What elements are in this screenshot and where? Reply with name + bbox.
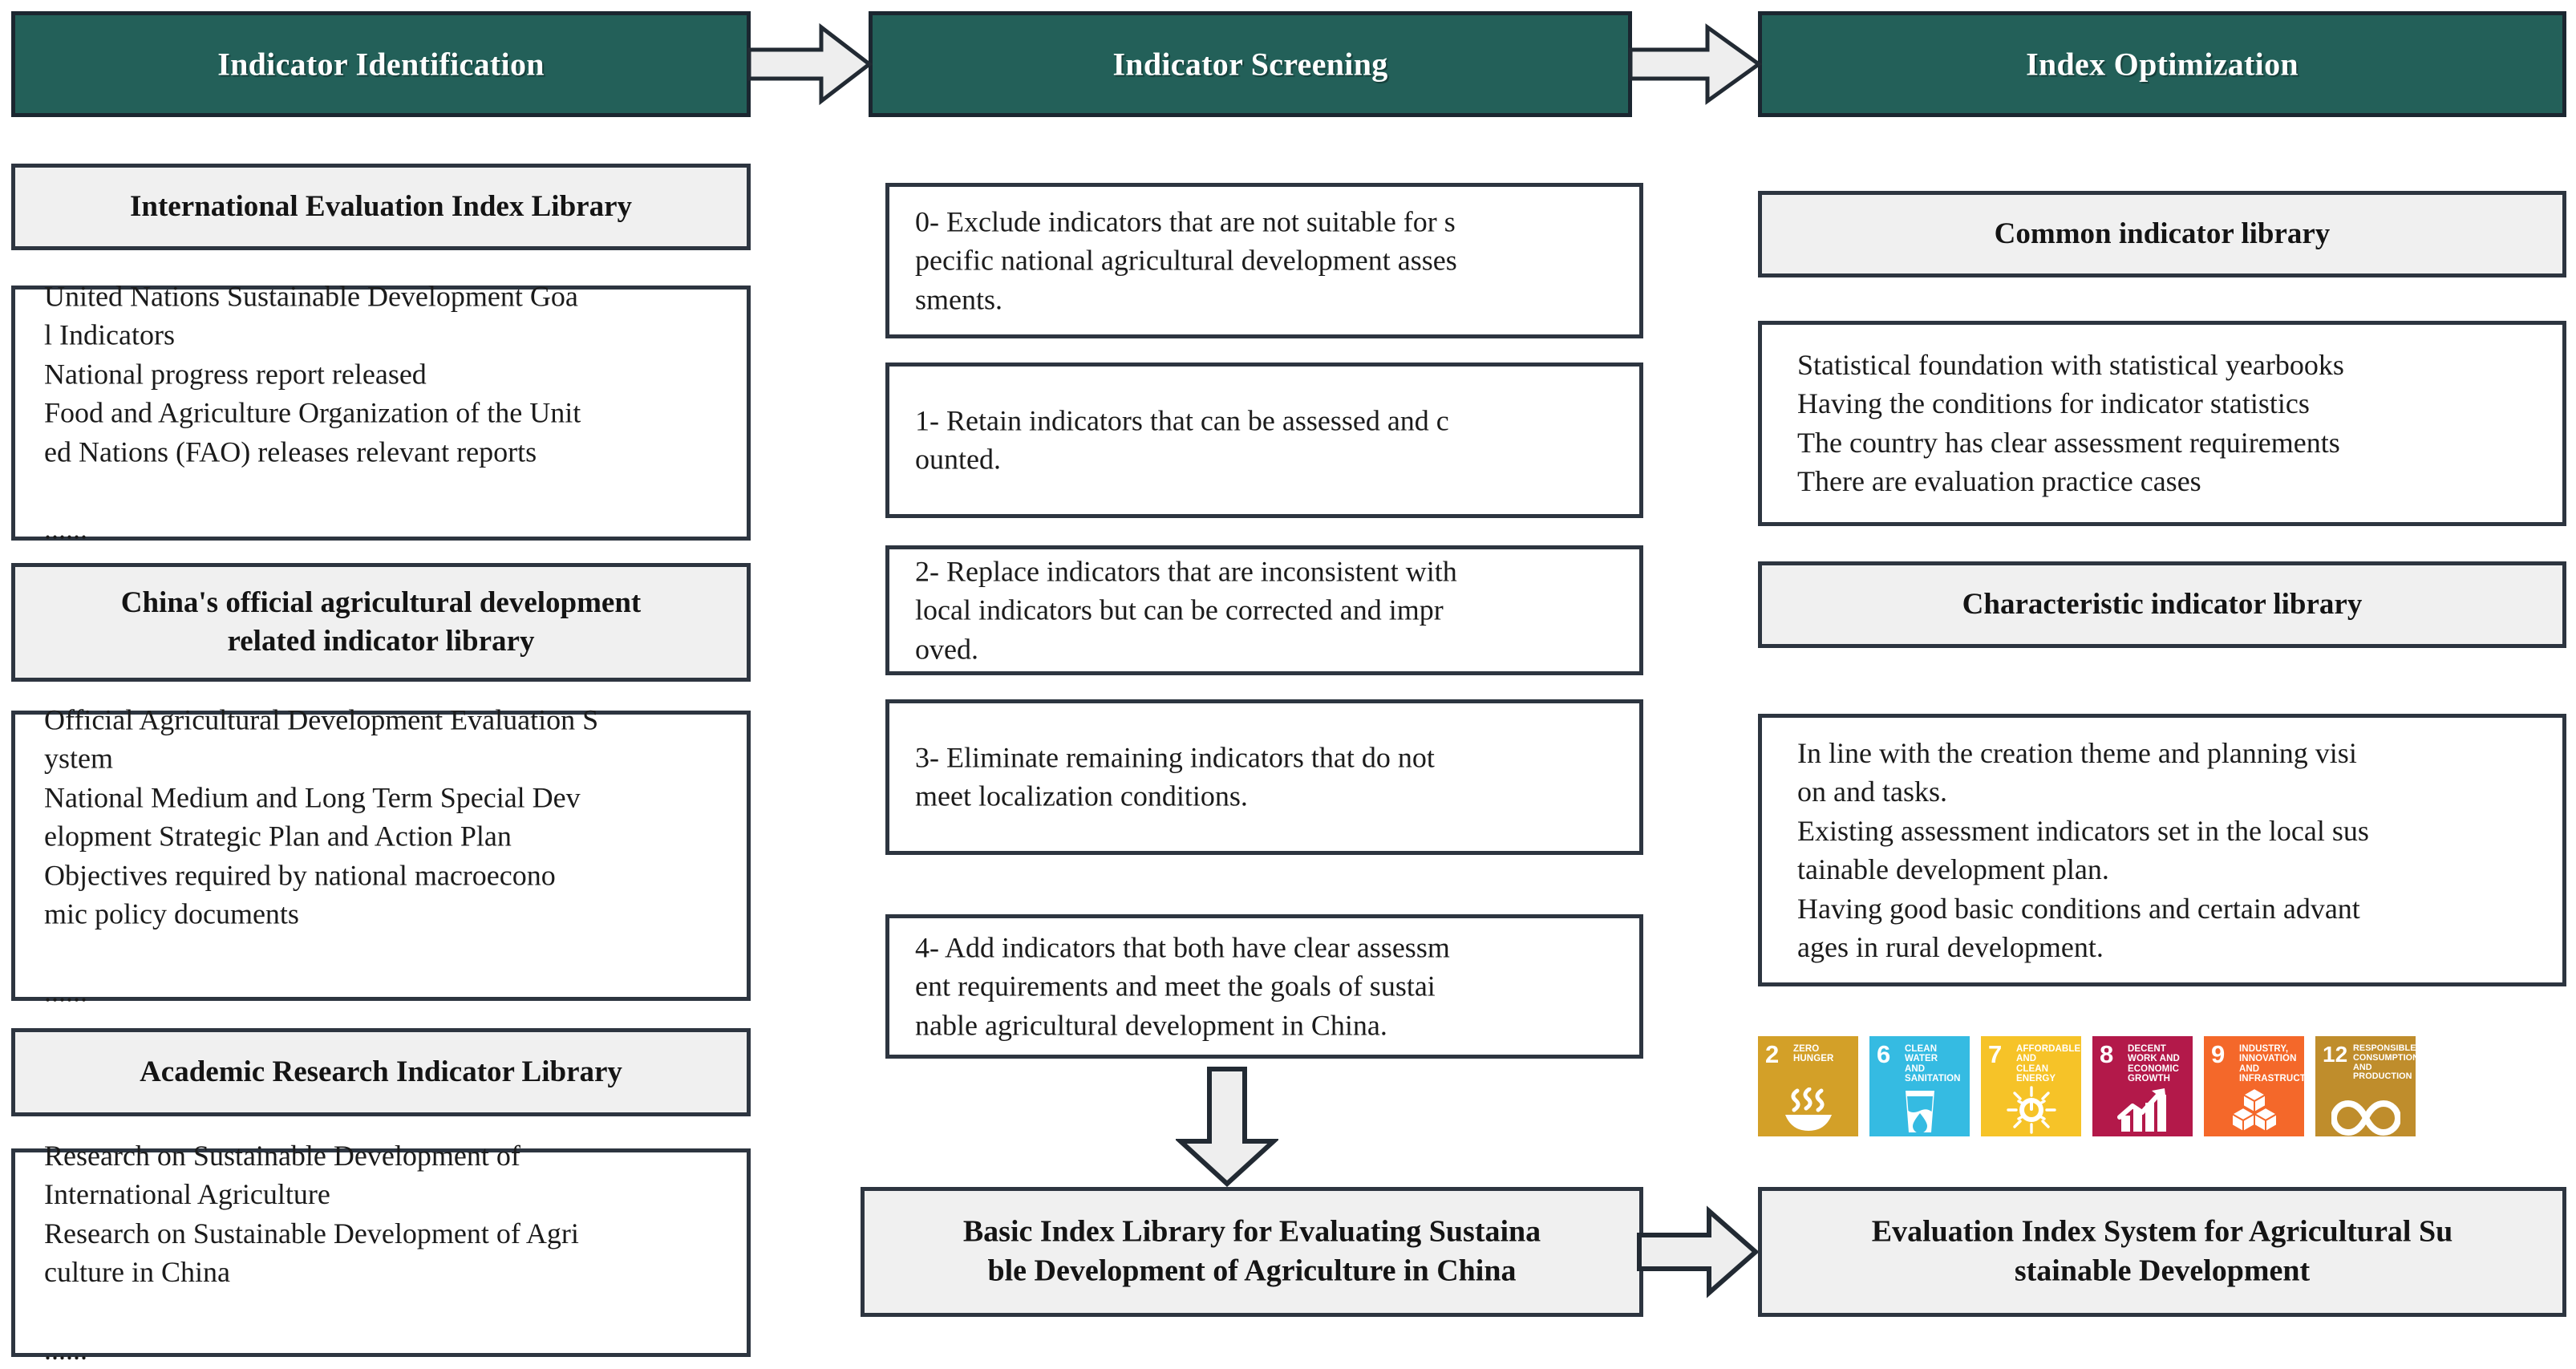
right-group-1-title-box: Common indicator library [1758, 191, 2566, 277]
left-group-2-title-box: China's official agricultural developmen… [11, 563, 751, 682]
sdg-icon-9-industry-innovation-and-infrastructure: 9 Industry, Innovation and Infrastructur… [2204, 1036, 2304, 1136]
bowl-of-soup-icon [1758, 1085, 1858, 1135]
right-group-2-title-box: Characteristic indicator library [1758, 561, 2566, 648]
right-group-2-body-box: In line with the creation theme and plan… [1758, 714, 2566, 986]
left-group-1-body-box: United Nations Sustainable Development G… [11, 281, 751, 545]
stage-band-label: Indicator Identification [217, 46, 545, 83]
sdg-label: Zero Hunger [1793, 1044, 1834, 1064]
left-group-2-title: China's official agricultural developmen… [120, 585, 642, 658]
sdg-label: Responsible Consumption and Production [2353, 1043, 2416, 1082]
stage-band-indicator-screening: Indicator Screening [869, 11, 1632, 117]
stage-arrow-2-to-3 [1629, 18, 1762, 111]
growth-chart-icon [2092, 1085, 2193, 1135]
left-group-3-body: Research on Sustainable Development of I… [44, 1139, 579, 1366]
screening-step-4-box: 4- Add indicators that both have clear a… [885, 914, 1643, 1059]
sdg-label: Decent Work and Economic Growth [2128, 1044, 2180, 1084]
right-group-2-title: Characteristic indicator library [1962, 587, 2363, 621]
sdg-label: Affordable and Clean Energy [2016, 1044, 2081, 1084]
left-group-1-title-box: International Evaluation Index Library [11, 164, 751, 250]
sdg-icon-12-responsible-consumption-and-production: 12 Responsible Consumption and Productio… [2315, 1036, 2416, 1136]
right-group-1-body: Statistical foundation with statistical … [1797, 349, 2344, 498]
sdg-number: 8 [2100, 1040, 2114, 1068]
cubes-icon [2204, 1085, 2304, 1135]
right-group-2-body: In line with the creation theme and plan… [1797, 736, 2369, 963]
screening-step-1-box: 1- Retain indicators that can be assesse… [885, 363, 1643, 518]
infinity-icon [2315, 1100, 2416, 1136]
sdg-number: 12 [2323, 1042, 2348, 1067]
basic-index-library-box: Basic Index Library for Evaluating Susta… [861, 1187, 1643, 1317]
screening-step-2-box: 2- Replace indicators that are inconsist… [885, 545, 1643, 675]
left-group-1-title: International Evaluation Index Library [129, 189, 632, 223]
screening-step-2-text: 2- Replace indicators that are inconsist… [915, 555, 1457, 666]
sdg-icon-strip: 2 Zero Hunger 6 Clean Water and Sanitati… [1758, 1036, 2416, 1136]
sdg-label: Industry, Innovation and Infrastructure [2239, 1044, 2304, 1084]
left-group-2-body-box: Official Agricultural Development Evalua… [11, 703, 751, 1007]
sdg-number: 7 [1988, 1040, 2003, 1068]
right-group-1-body-box: Statistical foundation with statistical … [1758, 321, 2566, 526]
evaluation-index-system-box: Evaluation Index System for Agricultural… [1758, 1187, 2566, 1317]
stage-band-indicator-identification: Indicator Identification [11, 11, 751, 117]
left-group-2-body: Official Agricultural Development Evalua… [44, 703, 599, 1008]
evaluation-index-system-title: Evaluation Index System for Agricultural… [1871, 1214, 2453, 1288]
sdg-number: 6 [1877, 1040, 1891, 1068]
screening-to-basic-library-arrow [1176, 1067, 1278, 1187]
left-group-3-body-box: Research on Sustainable Development of I… [11, 1140, 751, 1366]
sdg-icon-6-clean-water-and-sanitation: 6 Clean Water and Sanitation [1869, 1036, 1970, 1136]
screening-step-0-text: 0- Exclude indicators that are not suita… [915, 205, 1457, 316]
sdg-number: 9 [2211, 1040, 2226, 1068]
sdg-icon-7-affordable-and-clean-energy: 7 Affordable and Clean Energy [1981, 1036, 2081, 1136]
basic-library-to-evaluation-system-arrow [1637, 1203, 1759, 1301]
left-group-3-title: Academic Research Indicator Library [140, 1055, 622, 1088]
stage-arrow-1-to-2 [747, 18, 873, 111]
stage-band-index-optimization: Index Optimization [1758, 11, 2566, 117]
sdg-label: Clean Water and Sanitation [1905, 1044, 1961, 1084]
basic-index-library-title: Basic Index Library for Evaluating Susta… [962, 1214, 1541, 1288]
stage-band-label: Index Optimization [2026, 46, 2299, 83]
water-glass-icon [1869, 1085, 1970, 1135]
stage-band-label: Indicator Screening [1112, 46, 1388, 83]
sdg-icon-8-decent-work-and-economic-growth: 8 Decent Work and Economic Growth [2092, 1036, 2193, 1136]
screening-step-3-box: 3- Eliminate remaining indicators that d… [885, 699, 1643, 855]
left-group-3-title-box: Academic Research Indicator Library [11, 1028, 751, 1116]
right-group-1-title: Common indicator library [1994, 217, 2331, 250]
screening-step-3-text: 3- Eliminate remaining indicators that d… [915, 741, 1435, 812]
sdg-number: 2 [1765, 1040, 1780, 1068]
sun-power-icon [1981, 1085, 2081, 1135]
sdg-icon-2-zero-hunger: 2 Zero Hunger [1758, 1036, 1858, 1136]
screening-step-1-text: 1- Retain indicators that can be assesse… [915, 404, 1449, 476]
screening-step-4-text: 4- Add indicators that both have clear a… [915, 931, 1450, 1042]
left-group-1-body: United Nations Sustainable Development G… [44, 280, 581, 546]
screening-step-0-box: 0- Exclude indicators that are not suita… [885, 183, 1643, 338]
